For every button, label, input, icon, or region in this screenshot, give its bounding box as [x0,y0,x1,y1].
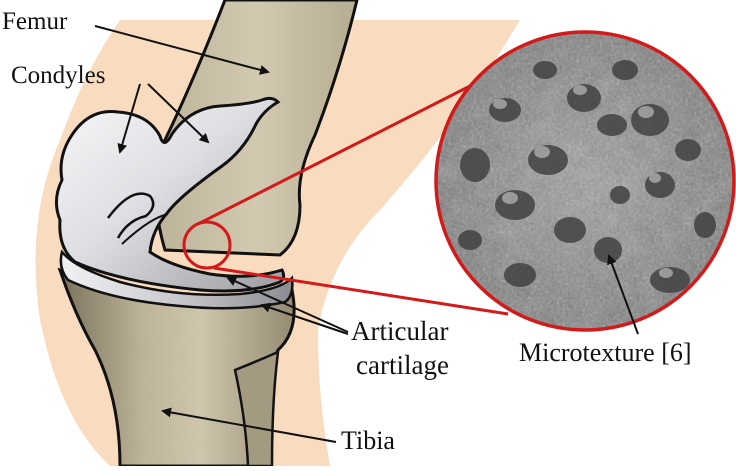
label-microtexture: Microtexture [6] [519,340,692,366]
label-femur: Femur [2,9,67,34]
label-articular: Articular [351,318,448,345]
label-tibia: Tibia [341,428,395,454]
label-condyles: Condyles [11,63,105,88]
label-cartilage: cartilage [356,352,449,379]
